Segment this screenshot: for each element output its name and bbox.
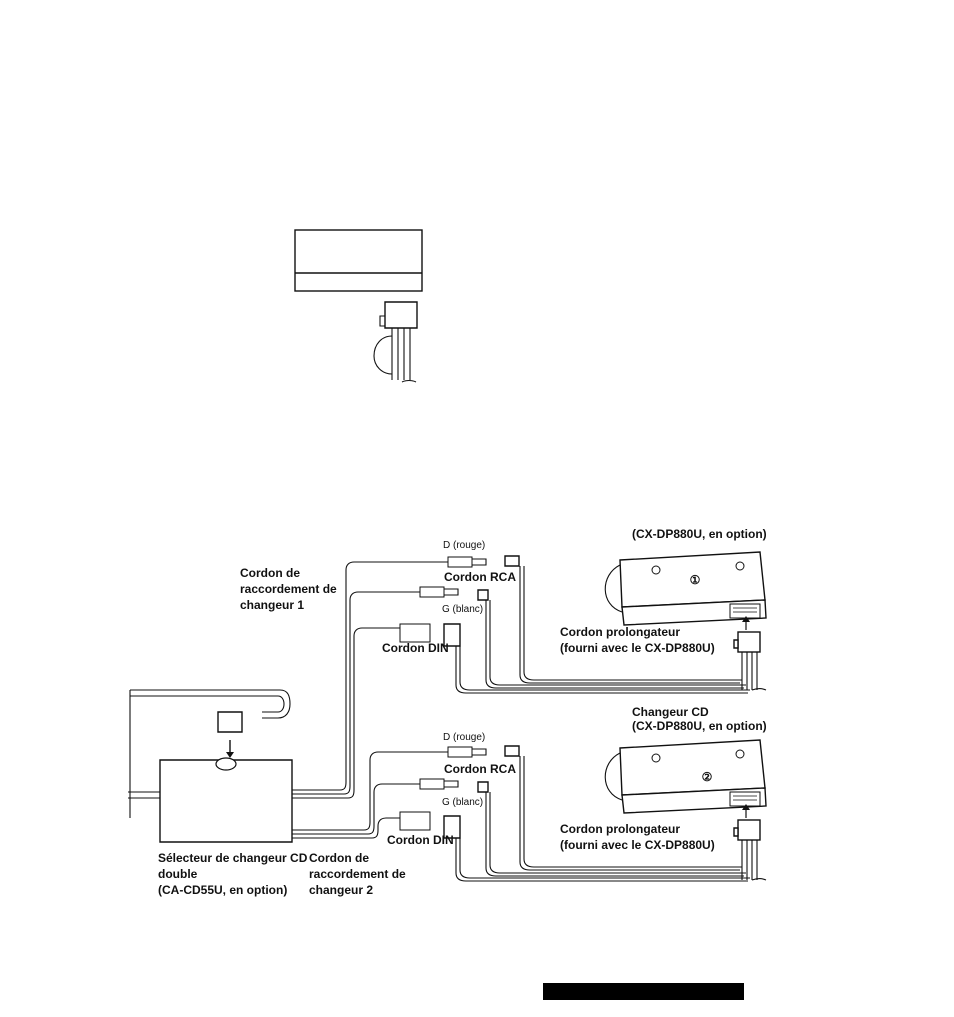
head-unit-illustration	[294, 229, 423, 383]
cd-changer-1	[604, 551, 767, 626]
rca-cord-label-2: Cordon RCA	[444, 762, 516, 776]
extension-cord-1-line1: Cordon prolongateur	[560, 625, 680, 639]
cd-changer-2-model: (CX-DP880U, en option)	[632, 719, 767, 733]
changer-cord-1-line2: raccordement de	[240, 582, 337, 596]
cd-changer-1-model: (CX-DP880U, en option)	[632, 527, 767, 541]
din-cord-label-1: Cordon DIN	[382, 641, 449, 655]
redaction-bar	[543, 983, 744, 1000]
selector-label-line1: Sélecteur de changeur CD	[158, 851, 308, 865]
cd-changer-2	[604, 739, 767, 814]
changer-2-number: ②	[702, 770, 713, 784]
selector-label-line2: double	[158, 867, 198, 881]
cd-changer-2-title: Changeur CD	[632, 705, 709, 719]
extension-cord-2-line1: Cordon prolongateur	[560, 822, 680, 836]
rca-cord-label-1: Cordon RCA	[444, 570, 516, 584]
left-white-label-1: G (blanc)	[442, 604, 483, 615]
right-red-label-1: D (rouge)	[443, 540, 485, 551]
left-white-label-2: G (blanc)	[442, 797, 483, 808]
changer-cord-2-line3: changeur 2	[309, 883, 373, 897]
changer-cord-2-line1: Cordon de	[309, 851, 369, 865]
changer-cord-1-line3: changeur 1	[240, 598, 304, 612]
changer-cord-1-cables	[292, 555, 750, 799]
extension-cord-1-line2: (fourni avec le CX-DP880U)	[560, 641, 715, 655]
extension-connector-1	[733, 616, 767, 691]
din-cord-label-2: Cordon DIN	[387, 833, 454, 847]
extension-cord-2-line2: (fourni avec le CX-DP880U)	[560, 838, 715, 852]
changer-cord-2-cables	[292, 745, 750, 882]
changer-cord-2-line2: raccordement de	[309, 867, 406, 881]
right-red-label-2: D (rouge)	[443, 732, 485, 743]
dual-changer-selector	[128, 689, 293, 843]
changer-1-number: ①	[690, 573, 701, 587]
selector-label-line3: (CA-CD55U, en option)	[158, 883, 287, 897]
extension-connector-2	[733, 804, 767, 881]
changer-cord-1-line1: Cordon de	[240, 566, 300, 580]
